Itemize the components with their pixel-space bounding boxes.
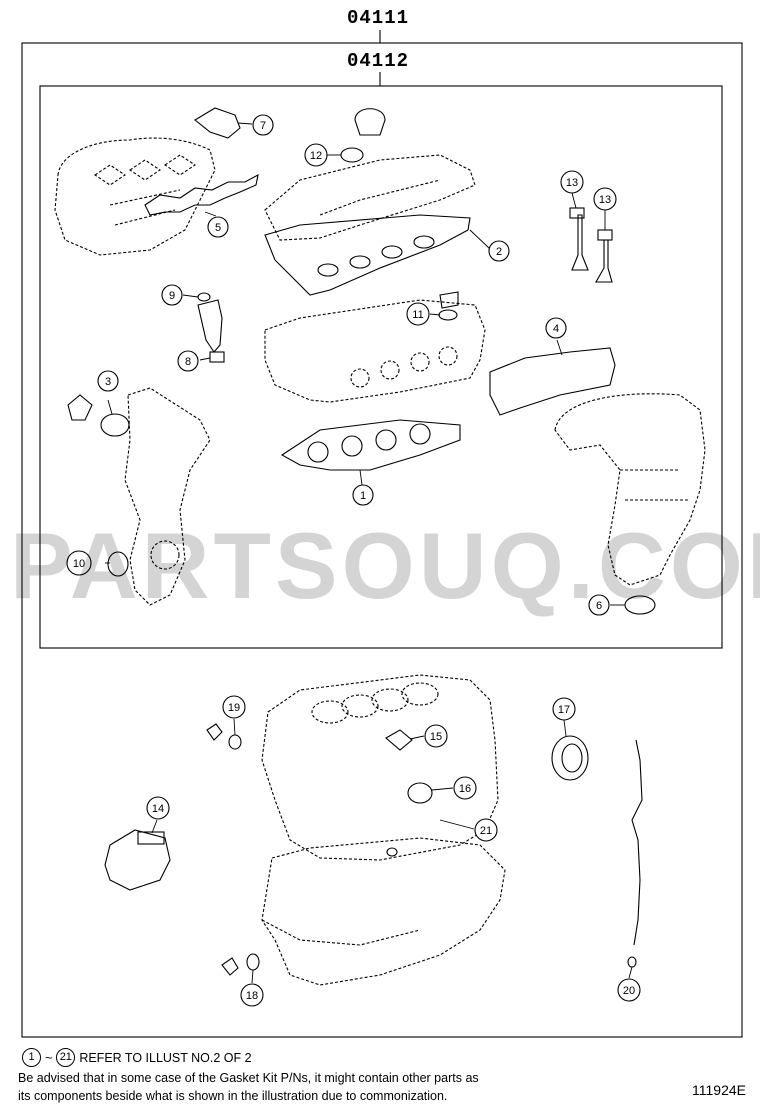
range-note: 1 ~ 21 REFER TO ILLUST NO.2 OF 2 [22,1048,252,1067]
valve-left [571,214,589,271]
callout-19[interactable]: 19 [222,695,246,719]
callout-12-label: 12 [310,150,322,162]
callout-3-label: 3 [105,376,111,388]
callout-8-label: 8 [185,356,191,368]
callout-13-left[interactable]: 13 [560,170,584,194]
callout-18[interactable]: 18 [240,983,264,1007]
callout-16[interactable]: 16 [453,776,477,800]
advisory-note-line-2: its components beside what is shown in t… [18,1089,448,1103]
callout-13-right[interactable]: 13 [593,187,617,211]
callout-12[interactable]: 12 [304,143,328,167]
advisory-note-line-1: Be advised that in some case of the Gask… [18,1071,479,1085]
callout-13-left-label: 13 [566,177,578,189]
callout-21-label: 21 [480,825,492,837]
range-tilde: ~ [45,1050,53,1065]
callout-7[interactable]: 7 [252,114,274,136]
callout-21[interactable]: 21 [474,818,498,842]
intake-manifold-gasket [144,173,259,216]
callout-14-label: 14 [152,803,164,815]
callout-10-label: 10 [73,558,85,570]
callout-2-label: 2 [496,246,502,258]
callout-4-label: 4 [553,323,559,335]
figure-id: 111924E [692,1082,746,1098]
kit-code-inner[interactable]: 04112 [347,50,410,72]
oil-pan-sketch [261,837,506,986]
range-text: REFER TO ILLUST NO.2 OF 2 [79,1050,252,1065]
exhaust-manifold-sketch [554,393,706,586]
callout-13-right-label: 13 [599,194,611,206]
callout-7-label: 7 [260,120,266,132]
callout-18-label: 18 [246,990,258,1002]
callout-5[interactable]: 5 [207,216,229,238]
callout-6[interactable]: 6 [588,594,610,616]
dipstick-sketch [631,739,643,946]
kit-code-outer[interactable]: 04111 [347,7,410,29]
callout-6-label: 6 [596,600,602,612]
timing-cover-sketch [124,387,211,606]
callout-20[interactable]: 20 [617,978,641,1002]
cylinder-head-gasket [280,419,461,471]
callout-4[interactable]: 4 [545,317,567,339]
part-7-sketch [194,107,241,139]
water-pump-sketch [104,829,171,891]
callout-markers: 1 2 3 4 5 6 7 8 9 10 11 12 13 13 14 15 1… [66,114,641,1007]
range-end-marker: 21 [56,1048,76,1067]
cylinder-head-sketch [264,299,486,403]
callout-9[interactable]: 9 [161,284,183,306]
callout-1-label: 1 [360,490,366,502]
callout-15[interactable]: 15 [424,724,448,748]
injector-sketch [197,299,223,353]
callout-2[interactable]: 2 [488,240,510,262]
exhaust-manifold-gasket [489,347,616,416]
callout-16-label: 16 [459,783,471,795]
callout-14[interactable]: 14 [146,796,170,820]
callout-20-label: 20 [623,985,635,997]
engine-assembly-sketch [54,137,216,256]
outer-kit-frame [21,42,743,1038]
range-start-marker: 1 [22,1048,41,1067]
valve-cover-gasket [264,214,471,296]
callout-8[interactable]: 8 [177,350,199,372]
callout-17[interactable]: 17 [552,697,576,721]
short-block-sketch [261,674,499,861]
valve-cover-sketch [264,154,476,241]
callout-15-label: 15 [430,731,442,743]
callout-5-label: 5 [215,222,221,234]
callout-1[interactable]: 1 [352,484,374,506]
valve-right [595,239,613,283]
callout-19-label: 19 [228,702,240,714]
callout-17-label: 17 [558,704,570,716]
callout-11-label: 11 [412,309,423,321]
callout-3[interactable]: 3 [97,370,119,392]
callout-10[interactable]: 10 [66,550,92,576]
callout-9-label: 9 [169,290,175,302]
callout-11[interactable]: 11 [406,302,430,326]
inner-kit-frame [39,85,723,649]
